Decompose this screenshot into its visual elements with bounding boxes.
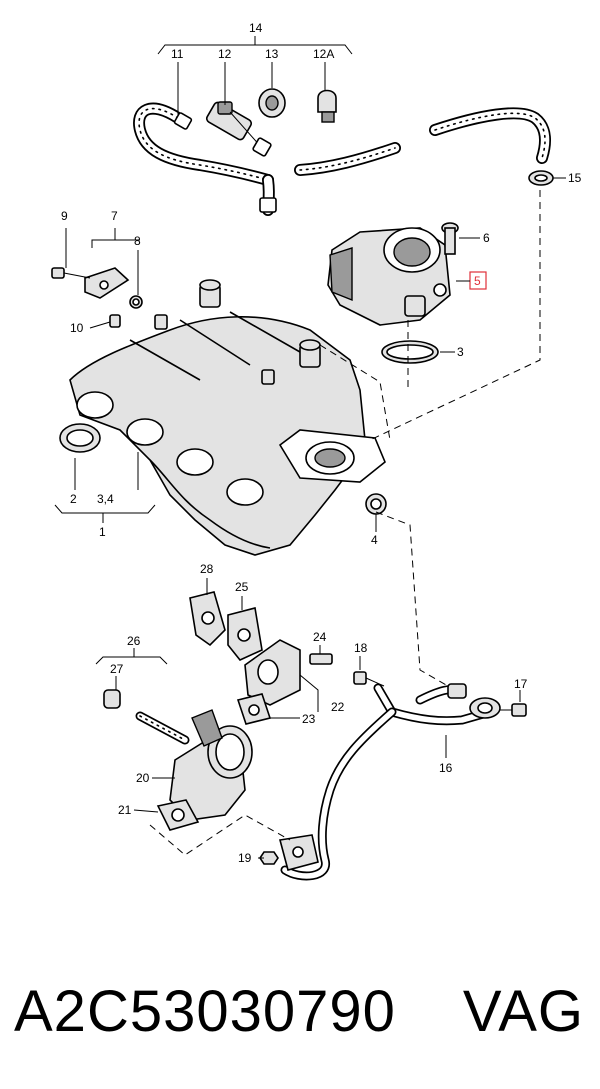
hose-end-fitting-11: [173, 112, 277, 213]
check-valve-12: [205, 101, 272, 157]
callout-23: 23: [302, 712, 316, 726]
sensor-7: [84, 267, 130, 299]
callout-4: 4: [371, 533, 378, 547]
vacuum-hose: [133, 102, 551, 216]
pipe-27: [103, 689, 190, 745]
callout-13: 13: [265, 47, 279, 61]
callout-28: 28: [200, 562, 214, 576]
callout-12A: 12A: [313, 47, 334, 61]
throttle-body-5: [327, 227, 451, 326]
callout-25: 25: [235, 580, 249, 594]
exploded-parts-diagram: 14 11 12 13 12A 15 9 7 8 10 6 5 3 2 3,4 …: [51, 21, 582, 881]
callout-24: 24: [313, 630, 327, 644]
bolt-10: [109, 314, 121, 328]
callout-15: 15: [568, 171, 582, 185]
callout-2: 2: [70, 492, 77, 506]
gasket-4: [365, 493, 387, 515]
o-ring-3: [381, 340, 439, 364]
callout-20: 20: [136, 771, 150, 785]
callout-27: 27: [110, 662, 124, 676]
callout-7: 7: [111, 209, 118, 223]
bolt-24: [309, 653, 333, 665]
pipe-flange-upper: [447, 683, 501, 719]
bolt-9: [51, 267, 91, 279]
grommet-13: [258, 88, 286, 118]
callout-18: 18: [354, 641, 368, 655]
bolt-17: [500, 703, 527, 717]
bolt-18: [353, 671, 385, 687]
flange-28: [189, 591, 226, 647]
callout-19: 19: [238, 851, 252, 865]
callout-11: 11: [171, 47, 184, 61]
adapter-22: [244, 639, 301, 706]
egr-valve-20: [169, 709, 253, 821]
screw-6: [441, 222, 459, 255]
callout-5: 5: [474, 274, 481, 288]
intake-manifold-1: [69, 279, 386, 556]
callout-9: 9: [61, 209, 68, 223]
callout-17: 17: [514, 677, 528, 691]
callout-22: 22: [331, 700, 345, 714]
bracket-14: [157, 36, 353, 55]
gasket-21: [156, 799, 200, 831]
callout-8: 8: [134, 234, 141, 248]
bracket-1: [54, 504, 156, 523]
callout-6: 6: [483, 231, 490, 245]
callout-1: 1: [99, 525, 106, 539]
brand-name: VAG: [462, 979, 584, 1044]
callout-14: 14: [249, 21, 263, 35]
callout-26: 26: [127, 634, 141, 648]
gasket-2: [59, 423, 101, 453]
hose-clamp-15: [528, 170, 554, 186]
o-ring-8: [129, 295, 143, 309]
callout-12: 12: [218, 47, 232, 61]
part-number: A2C53030790: [14, 979, 396, 1044]
callout-16: 16: [439, 761, 453, 775]
callout-10: 10: [70, 321, 84, 335]
egr-pipe-16: [280, 683, 495, 881]
pipe-flange-lower: [278, 834, 319, 871]
callout-3: 3: [457, 345, 464, 359]
gasket-25: [227, 607, 263, 661]
callout-21: 21: [118, 803, 132, 817]
clip-12A: [317, 89, 337, 123]
callout-3-4: 3,4: [97, 492, 114, 506]
